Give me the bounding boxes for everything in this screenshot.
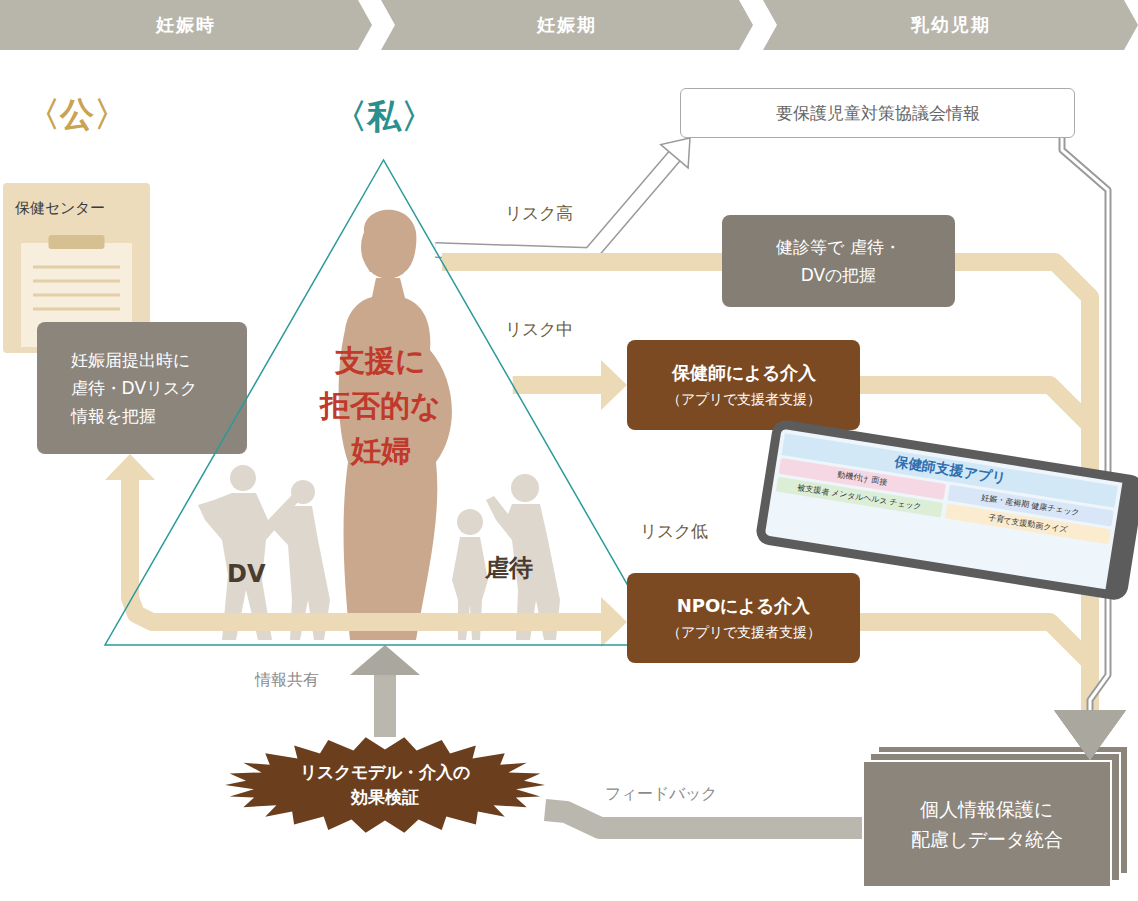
edge-label: リスク中 [505, 318, 573, 341]
figure-label: 虐待 [485, 552, 533, 584]
band-path [130, 479, 602, 622]
flow-connector [1054, 138, 1126, 760]
arrow-head [350, 645, 420, 675]
band-path [860, 622, 1090, 711]
edge-label: フィードバック [605, 784, 717, 805]
box-label: 個人情報保護に 配慮しデータ統合 [905, 794, 1068, 855]
triangle-outline [105, 160, 662, 645]
arrow-head [1054, 710, 1126, 760]
data-integration-box: 個人情報保護に 配慮しデータ統合 [862, 760, 1112, 888]
clipboard-clip [49, 235, 105, 249]
arrow-outline [435, 155, 675, 255]
arrow-head [1054, 710, 1126, 760]
box-label: 妊娠届提出時に 虐待・DVリスク 情報を把握 [71, 346, 214, 430]
flow-connector [545, 810, 862, 828]
arrow-head [1054, 710, 1126, 760]
edge-label: リスク低 [640, 520, 708, 543]
box-label: NPOによる介入 [677, 594, 811, 618]
center-label: 支援に 拒否的な 妊婦 [313, 338, 448, 473]
figure-label: DV [227, 560, 266, 588]
phase-band: 乳幼児期 [763, 0, 1138, 50]
edge-label: リスク高 [505, 202, 573, 225]
flow-connector [435, 138, 690, 255]
edge-label: 情報共有 [255, 670, 319, 691]
double-line-gap [1062, 138, 1108, 711]
group-heading: 〈公〉 [26, 92, 128, 138]
band-path [545, 810, 862, 828]
flow-connector [513, 360, 627, 410]
intervention-box: 保健師による介入 （アプリで支援者支援） [627, 340, 860, 430]
box-label: 健診等で 虐待・DVの把握 [767, 233, 910, 289]
box-label: （アプリで支援者支援） [667, 391, 821, 409]
verification-burst: リスクモデル・介入の 効果検証 [225, 737, 545, 833]
flow-connector [105, 454, 627, 647]
clipboard-line [33, 308, 120, 311]
box-label: 保健センター [15, 199, 105, 218]
band-shape [381, 0, 753, 50]
box-label: 要保護児童対策協議会情報 [776, 102, 980, 125]
arrow-head [105, 454, 155, 480]
arrow-fill [435, 155, 675, 255]
info-box: 妊娠届提出時に 虐待・DVリスク 情報を把握 [37, 322, 247, 454]
double-line [1062, 138, 1108, 711]
box-label: （アプリで支援者支援） [667, 624, 821, 642]
band-path [442, 253, 722, 271]
clipboard-line [33, 266, 120, 269]
verification-burst-outline [225, 737, 545, 833]
band-shape [0, 0, 372, 50]
box-label: 妊娠期 [537, 13, 597, 37]
arrow-head [601, 597, 627, 647]
council-box: 要保護児童対策協議会情報 [680, 88, 1075, 138]
starburst-shape [225, 737, 545, 832]
flow-connector [350, 645, 420, 737]
group-heading: 〈私〉 [333, 94, 435, 140]
box-label: 妊娠時 [156, 13, 216, 37]
pregnant-woman [339, 210, 452, 640]
flow-connector [442, 262, 722, 263]
phase-band: 妊娠時 [0, 0, 372, 50]
arrow-head [1054, 710, 1126, 760]
box-label: 乳幼児期 [911, 13, 991, 37]
arrow-head [601, 360, 627, 410]
clipboard-line [33, 280, 120, 283]
band-path [374, 674, 396, 737]
subject-triangle: 〈私〉支援に 拒否的な 妊婦DV虐待 [105, 160, 662, 645]
box-label: 保健師による介入 [672, 361, 816, 385]
band-path [513, 376, 602, 394]
phase-band: 妊娠期 [381, 0, 753, 50]
band-shape [763, 0, 1138, 50]
clipboard-line [33, 294, 120, 297]
intervention-box: NPOによる介入 （アプリで支援者支援） [627, 573, 860, 663]
flow-connector [860, 622, 1126, 760]
process-box: 健診等で 虐待・DVの把握 [722, 215, 955, 307]
arrow-head [661, 138, 690, 168]
box-label: リスクモデル・介入の 効果検証 [295, 760, 475, 809]
